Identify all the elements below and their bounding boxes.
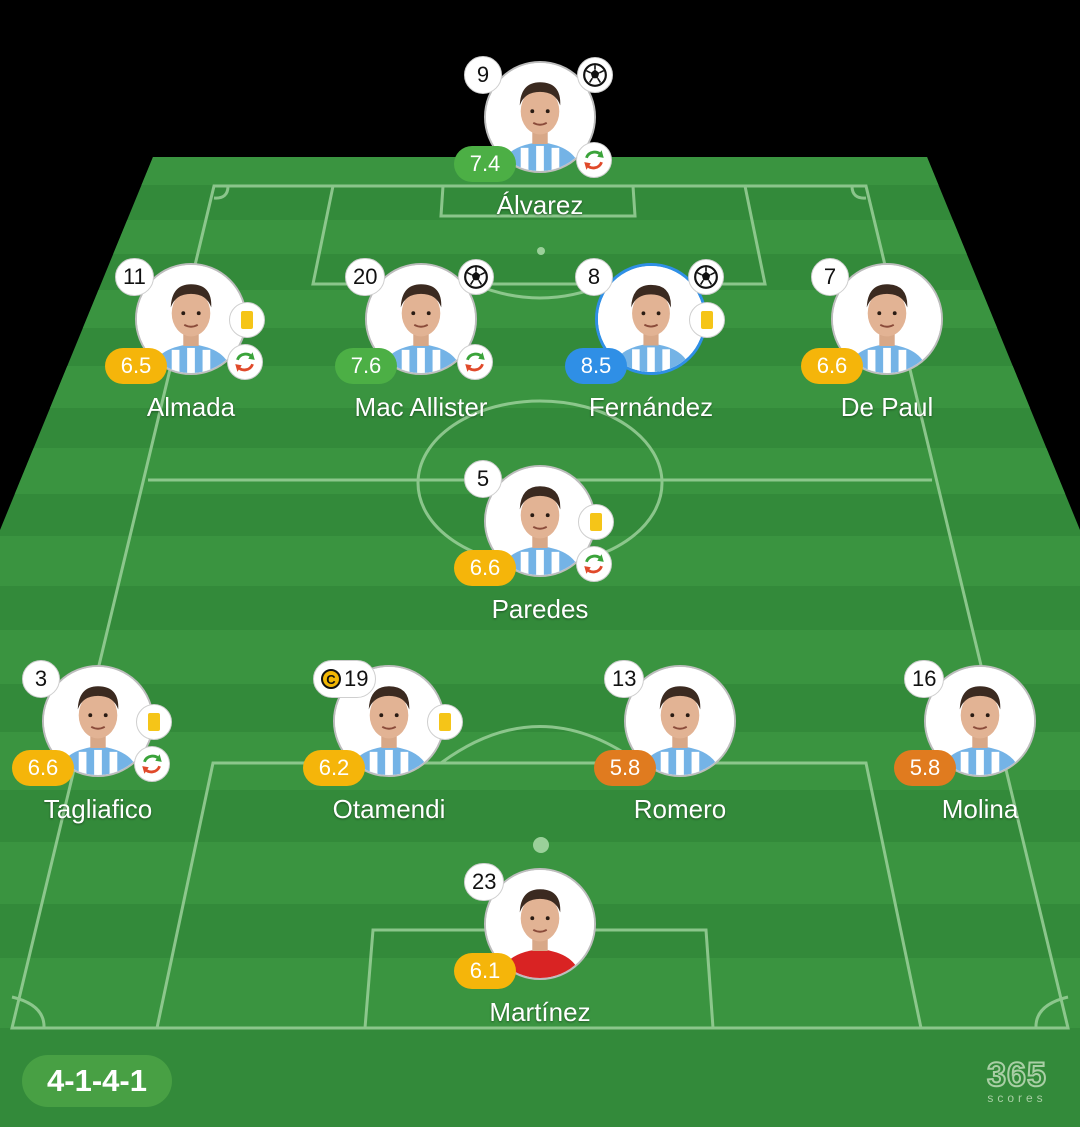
- player-rating: 7.4: [454, 146, 516, 182]
- player-name[interactable]: Molina: [941, 794, 1019, 824]
- substitution-icon: [576, 142, 612, 178]
- shirt-number-badge: 5: [464, 460, 502, 498]
- shirt-number: 8: [587, 264, 601, 289]
- player-rating: 6.1: [454, 953, 516, 989]
- shirt-number-badge: 13: [604, 660, 645, 698]
- player-rating: 6.2: [303, 750, 365, 786]
- shirt-number-badge: 11: [115, 258, 154, 296]
- yellow-card-icon: [229, 302, 265, 338]
- captain-icon: C: [321, 669, 341, 689]
- shirt-number: 9: [476, 62, 490, 87]
- shirt-number-badge: 23: [464, 863, 505, 901]
- shirt-number: 13: [612, 666, 637, 691]
- player-name[interactable]: De Paul: [840, 392, 934, 422]
- player-rating: 6.5: [105, 348, 167, 384]
- player-photo[interactable]: [924, 665, 1036, 777]
- yellow-card-icon: [578, 504, 614, 540]
- player-name[interactable]: Romero: [633, 794, 727, 824]
- shirt-number: 20: [353, 264, 378, 289]
- shirt-number: 5: [476, 466, 490, 491]
- penalty-spot-bottom: [533, 837, 549, 853]
- shirt-number-badge: 3: [22, 660, 60, 698]
- player-rating: 5.8: [894, 750, 956, 786]
- player-name[interactable]: Paredes: [491, 594, 589, 624]
- logo-word: scores: [987, 1091, 1047, 1105]
- player-rating: 8.5: [565, 348, 627, 384]
- substitution-icon: [576, 546, 612, 582]
- player-name[interactable]: Martínez: [489, 997, 591, 1027]
- shirt-number: 23: [472, 869, 497, 894]
- shirt-number-badge: 16: [904, 660, 945, 698]
- shirt-number-badge: 9: [464, 56, 502, 94]
- goal-ball-icon: [577, 57, 613, 93]
- shirt-number: 16: [912, 666, 937, 691]
- player-name[interactable]: Almada: [146, 392, 236, 422]
- player-name[interactable]: Tagliafico: [43, 794, 153, 824]
- player-photo[interactable]: [42, 665, 154, 777]
- shirt-number: 7: [823, 264, 837, 289]
- shirt-number-badge: 20: [345, 258, 386, 296]
- brand-logo: 365 scores: [976, 1056, 1058, 1105]
- substitution-icon: [134, 746, 170, 782]
- shirt-number-badge: 8: [575, 258, 613, 296]
- formation-badge[interactable]: 4-1-4-1: [22, 1055, 172, 1107]
- player-rating: 6.6: [12, 750, 74, 786]
- yellow-card-icon: [689, 302, 725, 338]
- player-name[interactable]: Otamendi: [332, 794, 446, 824]
- substitution-icon: [227, 344, 263, 380]
- player-rating: 7.6: [335, 348, 397, 384]
- player-rating: 5.8: [594, 750, 656, 786]
- shirt-number-badge: 7: [811, 258, 849, 296]
- penalty-spot-top: [537, 247, 545, 255]
- goal-ball-icon: [458, 259, 494, 295]
- goal-ball-icon: [688, 259, 724, 295]
- player-photo[interactable]: [484, 868, 596, 980]
- logo-number: 365: [986, 1056, 1047, 1094]
- shirt-number: 3: [34, 666, 48, 691]
- yellow-card-icon: [136, 704, 172, 740]
- yellow-card-icon: [427, 704, 463, 740]
- substitution-icon: [457, 344, 493, 380]
- player-name[interactable]: Mac Allister: [354, 392, 488, 422]
- player-rating: 6.6: [454, 550, 516, 586]
- player-rating: 6.6: [801, 348, 863, 384]
- player-name[interactable]: Álvarez: [496, 190, 584, 220]
- player-name[interactable]: Fernández: [588, 392, 714, 422]
- shirt-number: 11: [123, 264, 146, 289]
- shirt-number: 19: [344, 666, 369, 691]
